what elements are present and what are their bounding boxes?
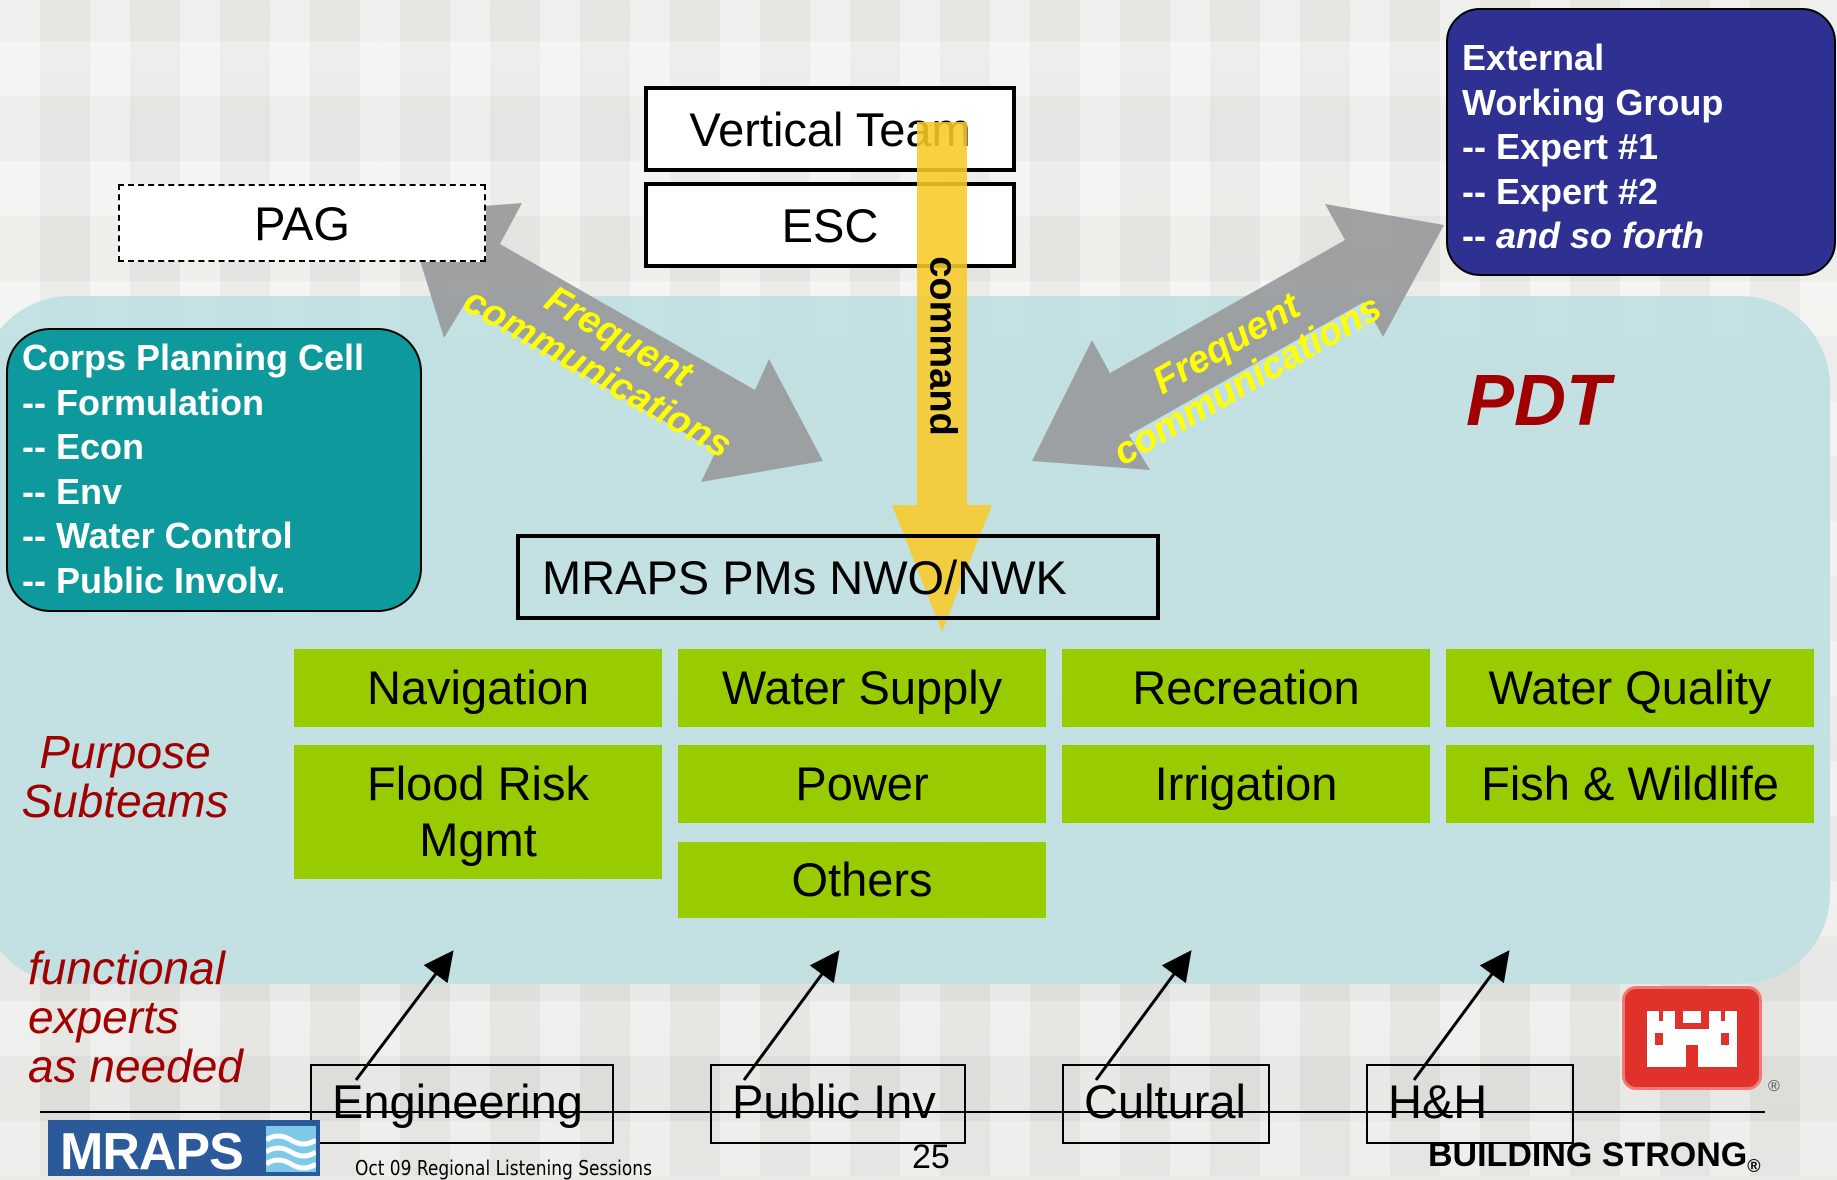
subteam-water-supply: Water Supply (678, 649, 1046, 727)
pag-label: PAG (254, 196, 350, 250)
purpose-subteams-label: Purpose Subteams (10, 728, 240, 826)
subteam-water-quality: Water Quality (1446, 649, 1814, 727)
right-comm-arrow (1032, 204, 1444, 470)
building-strong-registered: ® (1747, 1156, 1761, 1176)
arrow-hh (1412, 950, 1510, 1081)
purpose-label-line-2: Subteams (21, 775, 229, 827)
arrow-engineering (354, 950, 454, 1081)
subteam-water-quality-label: Water Quality (1488, 661, 1772, 714)
subteam-flood-risk: Flood Risk Mgmt (294, 745, 662, 879)
subteam-power: Power (678, 745, 1046, 823)
registered-mark-logo: ® (1768, 1078, 1780, 1095)
functional-label-line-1: functional (28, 942, 225, 994)
wave-icon (266, 1126, 316, 1172)
expert-hh-label: H&H (1388, 1075, 1488, 1128)
castle-logo (1622, 986, 1762, 1090)
planning-line-1: Corps Planning Cell (22, 337, 365, 378)
left-comm-arrow (405, 203, 823, 482)
page-number: 25 (912, 1138, 950, 1176)
external-line-5-italic: and so forth (1495, 215, 1704, 256)
external-line-4: -- Expert #2 (1462, 170, 1659, 212)
external-working-group-box: External Working Group -- Expert #1 -- E… (1446, 8, 1836, 276)
arrow-public-inv (742, 950, 840, 1081)
subteam-flood-risk-line-2: Mgmt (419, 813, 537, 866)
external-line-5-prefix: -- (1462, 215, 1496, 256)
external-line-3: -- Expert #1 (1462, 126, 1659, 167)
subteam-water-supply-label: Water Supply (721, 661, 1003, 714)
mraps-pms-label: MRAPS PMs NWO/NWK (542, 550, 1067, 604)
pag-box: PAG (118, 184, 486, 262)
expert-public-inv-label: Public Inv (732, 1075, 936, 1128)
functional-experts-label: functional experts as needed (28, 944, 243, 1091)
external-line-1: External (1462, 37, 1605, 78)
castle-icon (1647, 1011, 1737, 1067)
session-text: Oct 09 Regional Listening Sessions (355, 1156, 652, 1180)
expert-hh-box: H&H (1366, 1064, 1574, 1144)
subteam-irrigation-label: Irrigation (1154, 757, 1338, 810)
footer-rule (40, 1111, 1765, 1113)
planning-line-5: -- Water Control (22, 515, 293, 556)
functional-label-line-2: experts (28, 991, 179, 1043)
subteam-flood-risk-line-1: Flood Risk (366, 757, 589, 810)
vertical-team-box: Vertical Team (644, 86, 1016, 172)
subteam-others-label: Others (791, 853, 933, 906)
subteam-others: Others (678, 842, 1046, 918)
mraps-logo-text: MRAPS (60, 1123, 244, 1176)
purpose-label-line-1: Purpose (39, 726, 211, 778)
expert-cultural-box: Cultural (1062, 1064, 1270, 1144)
subteam-power-label: Power (795, 757, 929, 810)
expert-engineering-box: Engineering (310, 1064, 614, 1144)
esc-label: ESC (781, 198, 879, 252)
corps-planning-cell-box: Corps Planning Cell -- Formulation -- Ec… (6, 328, 422, 612)
subteam-recreation-label: Recreation (1132, 661, 1360, 714)
subteam-navigation-label: Navigation (366, 661, 590, 714)
mraps-pms-box: MRAPS PMs NWO/NWK (516, 534, 1160, 620)
external-line-5: -- and so forth (1462, 214, 1834, 259)
planning-line-3: -- Econ (22, 426, 144, 467)
mraps-logo: MRAPS (48, 1120, 320, 1176)
functional-label-line-3: as needed (28, 1040, 243, 1092)
expert-public-inv-box: Public Inv (710, 1064, 966, 1144)
subteam-recreation: Recreation (1062, 649, 1430, 727)
subteam-navigation: Navigation (294, 649, 662, 727)
expert-cultural-label: Cultural (1084, 1075, 1246, 1128)
pdt-label: PDT (1466, 361, 1610, 441)
external-line-2: Working Group (1462, 81, 1724, 123)
planning-line-6: -- Public Involv. (22, 559, 286, 601)
subteam-irrigation: Irrigation (1062, 745, 1430, 823)
subteam-fish-wildlife: Fish & Wildlife (1446, 745, 1814, 823)
planning-line-4: -- Env (22, 470, 123, 512)
arrow-cultural (1094, 950, 1192, 1081)
expert-engineering-label: Engineering (332, 1075, 583, 1128)
subteam-fish-wildlife-label: Fish & Wildlife (1481, 757, 1779, 810)
building-strong-label: BUILDING STRONG (1428, 1136, 1748, 1174)
building-strong-text: BUILDING STRONG® (1428, 1136, 1760, 1177)
planning-line-2: -- Formulation (22, 381, 264, 423)
